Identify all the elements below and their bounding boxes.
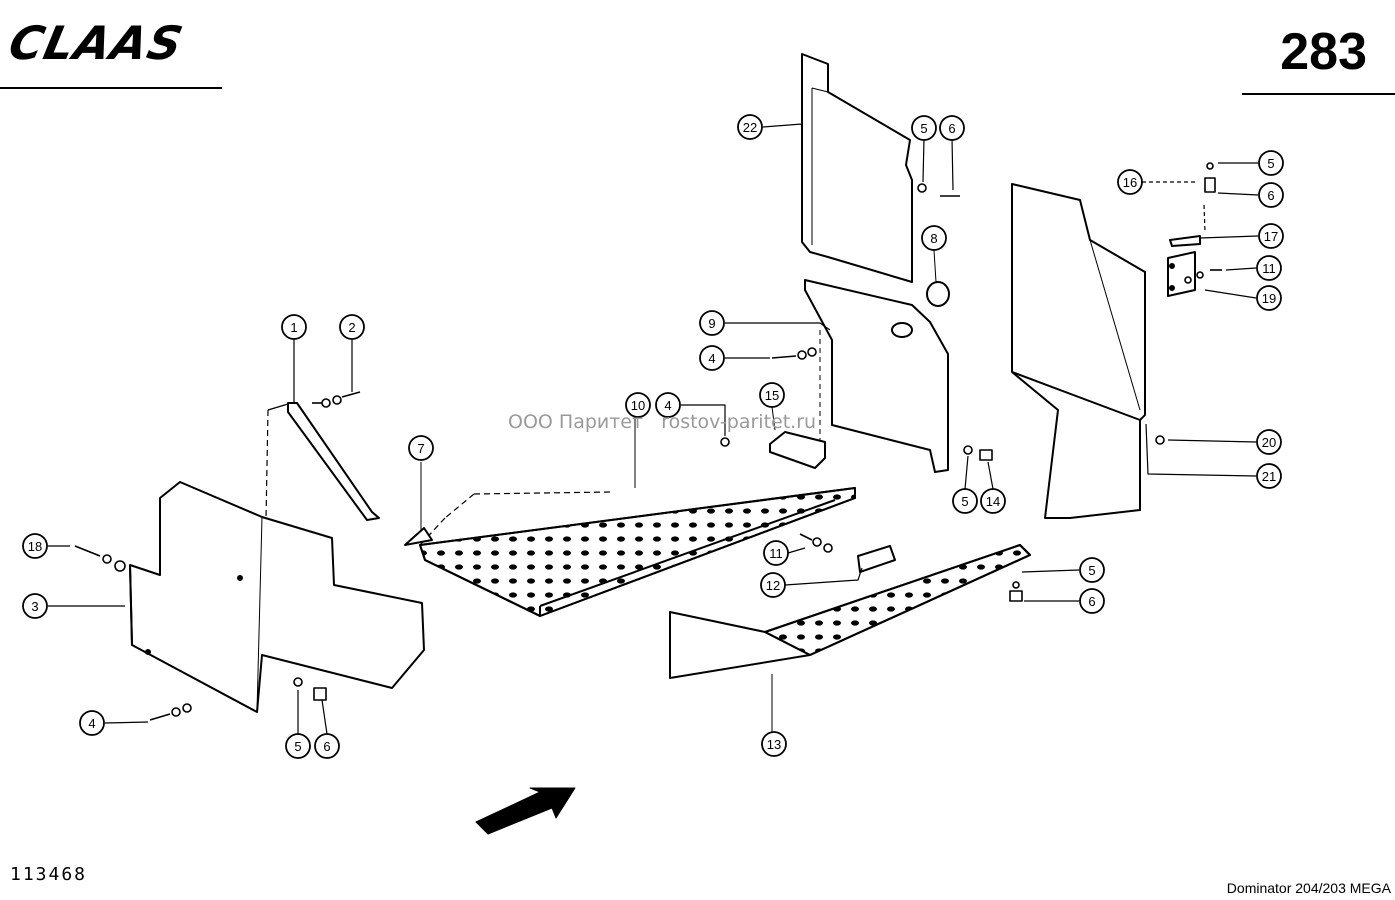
bracket-part-7 (404, 462, 433, 546)
svg-text:6: 6 (948, 121, 955, 136)
svg-text:4: 4 (88, 716, 95, 731)
callout-2: 2 (339, 314, 365, 340)
callout-6-top: 6 (939, 115, 965, 141)
callout-12: 12 (760, 572, 786, 598)
plate-part-12 (857, 545, 896, 573)
svg-text:12: 12 (766, 578, 780, 593)
callout-3: 3 (22, 593, 48, 619)
callout-5-right: 5 (1258, 150, 1284, 176)
callout-11-center: 11 (763, 540, 789, 566)
model-name: Dominator 204/203 MEGA (1226, 880, 1391, 896)
svg-text:6: 6 (323, 739, 330, 754)
svg-text:2: 2 (348, 320, 355, 335)
callout-21: 21 (1256, 463, 1282, 489)
upper-shield-part-22 (801, 53, 913, 283)
svg-text:5: 5 (1088, 563, 1095, 578)
callout-10: 10 (625, 392, 651, 418)
svg-text:15: 15 (765, 388, 779, 403)
callout-8: 8 (921, 225, 947, 251)
grommet-part-8 (926, 249, 950, 307)
svg-text:16: 16 (1123, 175, 1137, 190)
strut-part-1 (265, 402, 380, 521)
bracket-part-19 (1167, 251, 1196, 297)
svg-text:5: 5 (961, 494, 968, 509)
svg-text:19: 19 (1262, 291, 1276, 306)
svg-text:4: 4 (708, 351, 715, 366)
svg-text:8: 8 (930, 231, 937, 246)
svg-text:10: 10 (631, 398, 645, 413)
svg-text:5: 5 (294, 739, 301, 754)
angle-plate-part-15 (769, 406, 826, 469)
callout-11-right: 11 (1256, 255, 1282, 281)
bracket-plate-part-9 (804, 279, 949, 473)
svg-text:21: 21 (1262, 469, 1276, 484)
svg-text:13: 13 (767, 737, 781, 752)
svg-text:5: 5 (920, 121, 927, 136)
callout-14: 14 (980, 488, 1006, 514)
svg-text:11: 11 (1262, 261, 1276, 276)
callout-9: 9 (699, 310, 725, 336)
svg-text:17: 17 (1264, 229, 1278, 244)
svg-text:3: 3 (31, 599, 38, 614)
page-number: 283 (1280, 23, 1367, 81)
hardware (74, 162, 1222, 721)
svg-text:4: 4 (664, 398, 671, 413)
callout-1: 1 (281, 314, 307, 340)
svg-text:11: 11 (769, 546, 783, 561)
right-shield-part-21 (1011, 183, 1146, 519)
callout-5-top: 5 (911, 115, 937, 141)
callout-18: 18 (22, 533, 48, 559)
step-plate-part-13 (669, 544, 1031, 732)
leader-lines (48, 123, 1259, 735)
svg-text:6: 6 (1267, 188, 1274, 203)
callout-6-right: 6 (1258, 182, 1284, 208)
callout-5-mid: 5 (952, 488, 978, 514)
callout-4-upper: 4 (699, 345, 725, 371)
callout-16: 16 (1117, 169, 1143, 195)
side-panel-part-3 (129, 481, 425, 713)
svg-text:18: 18 (28, 539, 42, 554)
svg-text:22: 22 (743, 120, 757, 135)
svg-text:20: 20 (1262, 435, 1276, 450)
watermark: ООО Паритет rostov-paritet.ru (508, 411, 817, 433)
svg-text:9: 9 (708, 316, 715, 331)
callout-5-lower-left: 5 (285, 733, 311, 759)
callout-5-lower-right: 5 (1079, 557, 1105, 583)
callout-22: 22 (737, 114, 763, 140)
callout-13: 13 (761, 731, 787, 757)
svg-text:6: 6 (1088, 594, 1095, 609)
page-number-underline (1242, 93, 1395, 95)
callout-15: 15 (759, 382, 785, 408)
drawing-number: 113468 (10, 864, 88, 885)
callout-4-lower-left: 4 (79, 710, 105, 736)
bracket-part-17 (1169, 235, 1201, 247)
svg-text:1: 1 (290, 320, 297, 335)
callout-4-center: 4 (655, 392, 681, 418)
callout-20: 20 (1256, 429, 1282, 455)
svg-text:14: 14 (986, 494, 1000, 509)
callout-17: 17 (1258, 223, 1284, 249)
svg-text:5: 5 (1267, 156, 1274, 171)
logo-underline (0, 87, 222, 89)
callout-19: 19 (1256, 285, 1282, 311)
callout-6-lower-left: 6 (314, 733, 340, 759)
callout-7: 7 (408, 435, 434, 461)
callout-6-lower-right: 6 (1079, 588, 1105, 614)
svg-text:7: 7 (417, 441, 424, 456)
direction-arrow-icon (475, 787, 576, 835)
